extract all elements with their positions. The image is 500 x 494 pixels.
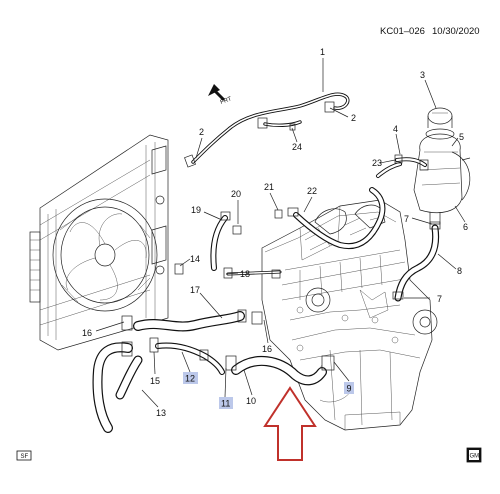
hose-23-surge-tank-inlet	[376, 154, 427, 178]
label-13: 13	[156, 408, 166, 418]
label-21: 21	[264, 182, 274, 192]
label-11: 11	[221, 399, 230, 409]
label-3: 3	[420, 70, 425, 80]
fitting-21	[274, 209, 283, 219]
label-5: 5	[459, 132, 464, 142]
clamp-14	[174, 263, 184, 275]
pipe-12-coolant	[149, 337, 225, 375]
pipe-18-bypass	[223, 267, 282, 279]
hose-8-surge-tank-outlet	[392, 221, 441, 302]
leader-lines	[95, 58, 466, 408]
hose-13-radiator-outlet	[92, 341, 143, 433]
label-20: 20	[231, 189, 241, 199]
label-15: 15	[150, 376, 160, 386]
front-direction-indicator: FRT	[208, 84, 233, 106]
label-7-lower: 7	[437, 294, 442, 304]
front-label: FRT	[220, 96, 233, 106]
footer-left-logo-text: SF	[21, 454, 29, 460]
label-1: 1	[320, 47, 325, 57]
label-8: 8	[457, 266, 462, 276]
label-7-upper: 7	[404, 214, 409, 224]
label-9-highlight	[344, 382, 354, 394]
label-10: 10	[246, 396, 256, 406]
hose-17-radiator-inlet	[121, 309, 263, 332]
label-2-left: 2	[199, 127, 204, 137]
hose-19-heater-inlet	[210, 211, 242, 271]
fitting-5	[419, 159, 429, 171]
diagram-code: KC01–026	[380, 26, 425, 37]
label-19: 19	[191, 205, 201, 215]
label-6: 6	[463, 222, 468, 232]
label-12-highlight	[183, 372, 198, 384]
diagram-date: 10/30/2020	[432, 26, 480, 37]
hose-1-surge-outlet-pipe	[184, 92, 350, 168]
label-9: 9	[347, 384, 352, 394]
footer-right-logo-text: GM	[470, 454, 480, 460]
label-12: 12	[185, 374, 195, 384]
fitting-18	[271, 269, 281, 279]
label-11-highlight	[219, 397, 233, 409]
callout-labels: 1 2 2 3 4 5 6 7 7 8 9 10 11 12 13 14 15 …	[82, 47, 468, 418]
footer-left-logo: SF	[16, 450, 32, 461]
label-2-right: 2	[351, 113, 356, 123]
label-24: 24	[292, 142, 302, 152]
label-22: 22	[307, 186, 317, 196]
engine-block	[261, 199, 438, 431]
surge-tank	[413, 107, 471, 225]
hose-10-engine-inlet	[225, 355, 335, 386]
label-18: 18	[240, 269, 250, 279]
radiator-assembly	[29, 134, 169, 351]
hose-22-heater-return	[287, 187, 386, 250]
highlight-arrow-icon	[263, 386, 317, 461]
label-16-left: 16	[82, 328, 92, 338]
label-23: 23	[372, 158, 382, 168]
label-14: 14	[190, 254, 200, 264]
label-16-right: 16	[262, 344, 272, 354]
label-4: 4	[393, 124, 398, 134]
label-17: 17	[190, 285, 200, 295]
footer-right-logo: GM	[466, 447, 482, 463]
